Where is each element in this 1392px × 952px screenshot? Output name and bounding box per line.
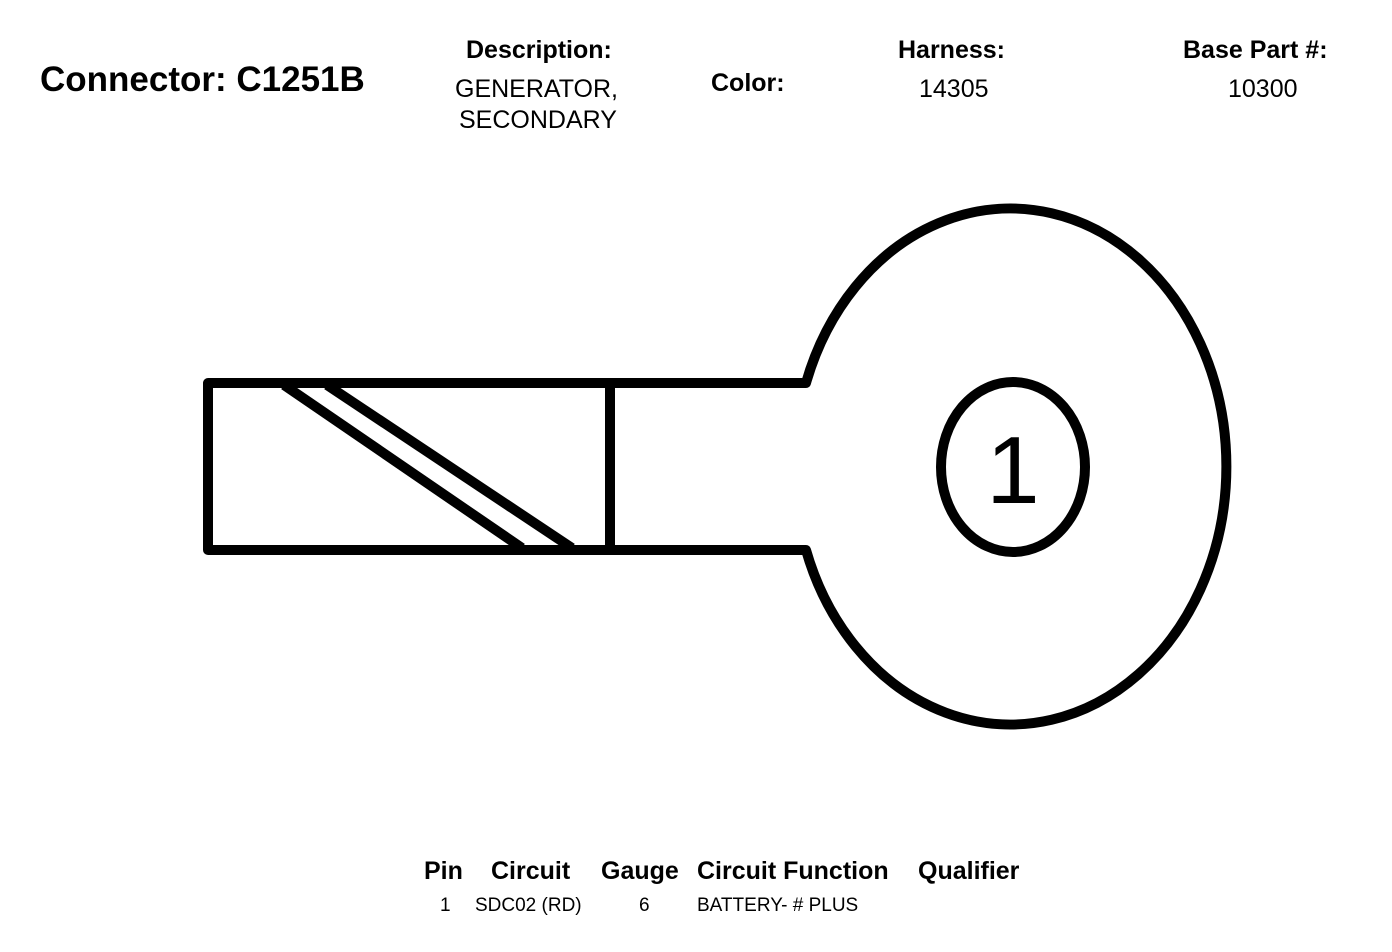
harness-label: Harness: xyxy=(898,36,1005,64)
ring-terminal-drawing xyxy=(203,203,1232,730)
header-pin: Pin xyxy=(424,857,463,885)
cell-gauge: 6 xyxy=(639,895,650,916)
barrel-stripe-1 xyxy=(281,380,525,553)
description-label: Description: xyxy=(466,36,612,64)
harness-value: 14305 xyxy=(919,75,989,103)
header-qualifier: Qualifier xyxy=(918,857,1020,885)
description-value-line2: SECONDARY xyxy=(459,106,617,134)
barrel-stripe-2 xyxy=(324,380,575,553)
base-part-label: Base Part #: xyxy=(1183,36,1328,64)
connector-title: Connector: C1251B xyxy=(40,60,365,99)
header-circuit-function: Circuit Function xyxy=(697,857,889,885)
pin-number-label: 1 xyxy=(986,417,1039,524)
crimp-barrel xyxy=(203,378,615,555)
cell-circuit-function: BATTERY- # PLUS xyxy=(697,895,859,916)
cell-circuit: SDC02 (RD) xyxy=(475,895,582,916)
pin-circle xyxy=(936,377,1090,557)
header-gauge: Gauge xyxy=(601,857,679,885)
cell-pin: 1 xyxy=(440,895,451,916)
description-value-line1: GENERATOR, xyxy=(455,75,618,103)
terminal-ring-outline xyxy=(610,203,1232,730)
header-circuit: Circuit xyxy=(491,857,571,885)
base-part-value: 10300 xyxy=(1228,75,1298,103)
color-label: Color: xyxy=(711,69,785,97)
